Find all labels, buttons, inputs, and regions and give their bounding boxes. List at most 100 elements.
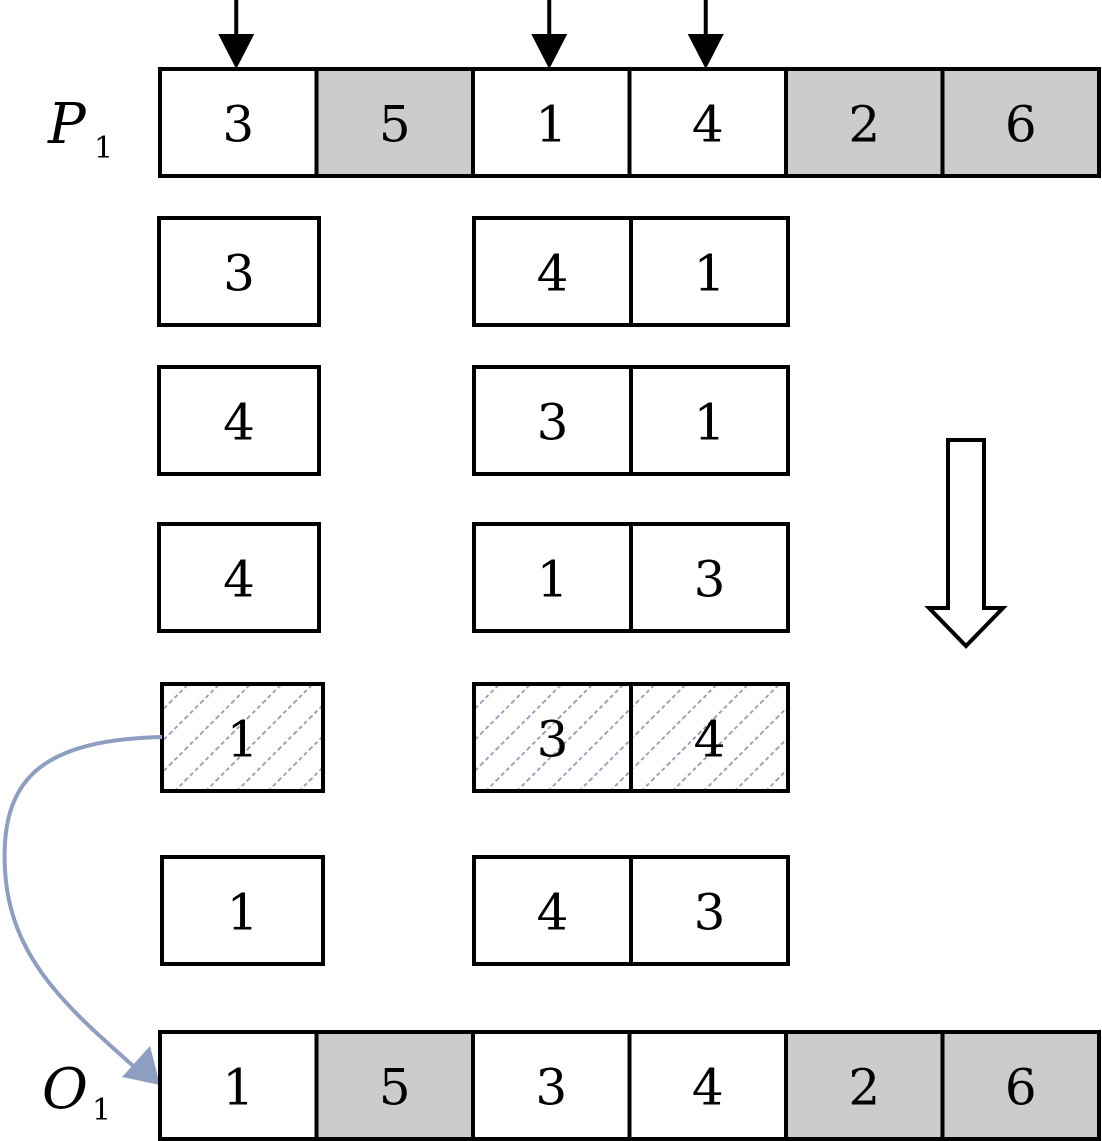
offspring-cell-4: 4 [627,1030,788,1141]
permutation-row-4: 1 3 4 [160,682,790,793]
parent-label-subscript: 1 [94,131,113,166]
permutation-1-right-cell-1-box [472,216,633,327]
parent-cell-6-box [940,67,1101,178]
permutation-3-right-cell-1: 1 [472,522,633,633]
parent-cell-3-value: 1 [535,96,567,154]
offspring-label-letter: O [42,1057,88,1122]
permutation-4-right-cell-1-value: 3 [537,711,569,769]
permutation-3-right-cell-1-value: 1 [537,551,569,609]
selection-arrows [218,0,724,69]
offspring-cell-3-value: 3 [535,1059,567,1117]
permutation-1-right-cell-1: 4 [472,216,633,327]
parent-cell-5: 2 [784,67,945,178]
parent-cell-2-box [314,67,475,178]
permutation-4-right-cell-2-value: 4 [694,711,726,769]
permutation-5-right-cell-1: 4 [472,855,633,966]
permutation-3-right-cell-2-box [629,522,790,633]
permutation-2-left-cell-value: 4 [223,394,255,452]
selection-arrow-icon [531,0,568,69]
permutation-3-right-cell-2: 3 [629,522,790,633]
permutation-3-right-cell-2-value: 3 [694,551,726,609]
permutation-5-left-cell-box [160,855,325,966]
offspring-cell-3-box [471,1030,632,1141]
permutation-4-right-cell-1: 3 [472,682,633,793]
permutation-5-right-cell-2-box [629,855,790,966]
permutation-4-right-cell-2-box [629,682,790,793]
offspring-cell-2-value: 5 [379,1059,411,1117]
parent-cell-1: 3 [158,67,319,178]
permutation-2-right-cell-1-box [472,365,633,476]
parent-cell-1-value: 3 [222,96,254,154]
permutation-row-2: 4 3 1 [157,365,790,476]
offspring-cell-5: 2 [784,1030,945,1141]
offspring-label: O 1 [42,1057,111,1128]
permutation-1-left-cell: 3 [157,216,321,327]
permutation-5-left-cell-value: 1 [227,884,259,942]
offspring-cell-3: 3 [471,1030,632,1141]
offspring-cell-4-value: 4 [692,1059,724,1117]
permutation-5-right-cell-1-value: 4 [537,884,569,942]
parent-cell-5-box [784,67,945,178]
permutation-row-1: 3 4 1 [157,216,790,327]
parent-cell-6: 6 [940,67,1101,178]
parent-label: P 1 [47,92,113,166]
parent-cell-6-value: 6 [1005,96,1037,154]
permutation-4-right-cell-2: 4 [629,682,790,793]
offspring-cell-1: 1 [158,1030,319,1141]
parent-cell-1-box [158,67,319,178]
permutation-2-left-cell: 4 [157,365,321,476]
offspring-cell-5-box [784,1030,945,1141]
offspring-cell-1-value: 1 [222,1059,254,1117]
parent-label-letter: P [47,92,87,157]
permutation-2-right-cell-2-box [629,365,790,476]
parent-cell-2: 5 [314,67,475,178]
selection-arrow-icon [218,0,255,69]
permutation-4-left-cell: 1 [160,682,325,793]
parent-cell-5-value: 2 [848,96,880,154]
permutation-2-right-cell-2-value: 1 [694,394,726,452]
parent-cell-4-value: 4 [692,96,724,154]
permutation-2-left-cell-box [157,365,321,476]
parent-cell-4-box [627,67,788,178]
permutation-4-right-cell-1-box [472,682,633,793]
offspring-cell-6-box [940,1030,1101,1141]
permutation-2-right-cell-1: 3 [472,365,633,476]
selection-arrow-icon [687,0,724,69]
offspring-cell-5-value: 2 [848,1059,880,1117]
permutation-1-right-cell-2: 1 [629,216,790,327]
parent-cell-2-value: 5 [379,96,411,154]
parent-cell-4: 4 [627,67,788,178]
offspring-cell-6: 6 [940,1030,1101,1141]
permutation-3-right-cell-1-box [472,522,633,633]
permutation-1-left-cell-box [157,216,321,327]
permutation-1-right-cell-2-box [629,216,790,327]
permutation-3-left-cell-value: 4 [223,551,255,609]
transfer-curve [2,735,163,1074]
permutation-rows: 3 4 1 4 3 1 4 1 3 1 3 4 1 4 3 [157,216,790,966]
parent-cell-3-box [471,67,632,178]
hollow-down-arrow-icon [924,438,1008,649]
permutation-2-right-cell-2: 1 [629,365,790,476]
permutation-5-right-cell-2-value: 3 [694,884,726,942]
offspring-cell-2: 5 [314,1030,475,1141]
permutation-1-right-cell-2-value: 1 [694,245,726,303]
parent-row: 3 5 1 4 2 6 [158,67,1101,178]
offspring-cell-1-box [158,1030,319,1141]
permutation-4-left-cell-value: 1 [227,711,259,769]
offspring-label-subscript: 1 [92,1093,111,1128]
permutation-row-3: 4 1 3 [157,522,790,633]
transfer-arrowhead-icon [122,1046,160,1085]
permutation-row-5: 1 4 3 [160,855,790,966]
permutation-5-left-cell: 1 [160,855,325,966]
permutation-2-right-cell-1-value: 3 [537,394,569,452]
permutation-3-left-cell: 4 [157,522,321,633]
transfer-curve-arrow [2,735,163,1085]
permutation-3-left-cell-box [157,522,321,633]
offspring-row: 1 5 3 4 2 6 [158,1030,1101,1141]
parent-cell-3: 1 [471,67,632,178]
offspring-cell-2-box [314,1030,475,1141]
permutation-1-left-cell-value: 3 [223,245,255,303]
offspring-cell-4-box [627,1030,788,1141]
permutation-5-right-cell-2: 3 [629,855,790,966]
